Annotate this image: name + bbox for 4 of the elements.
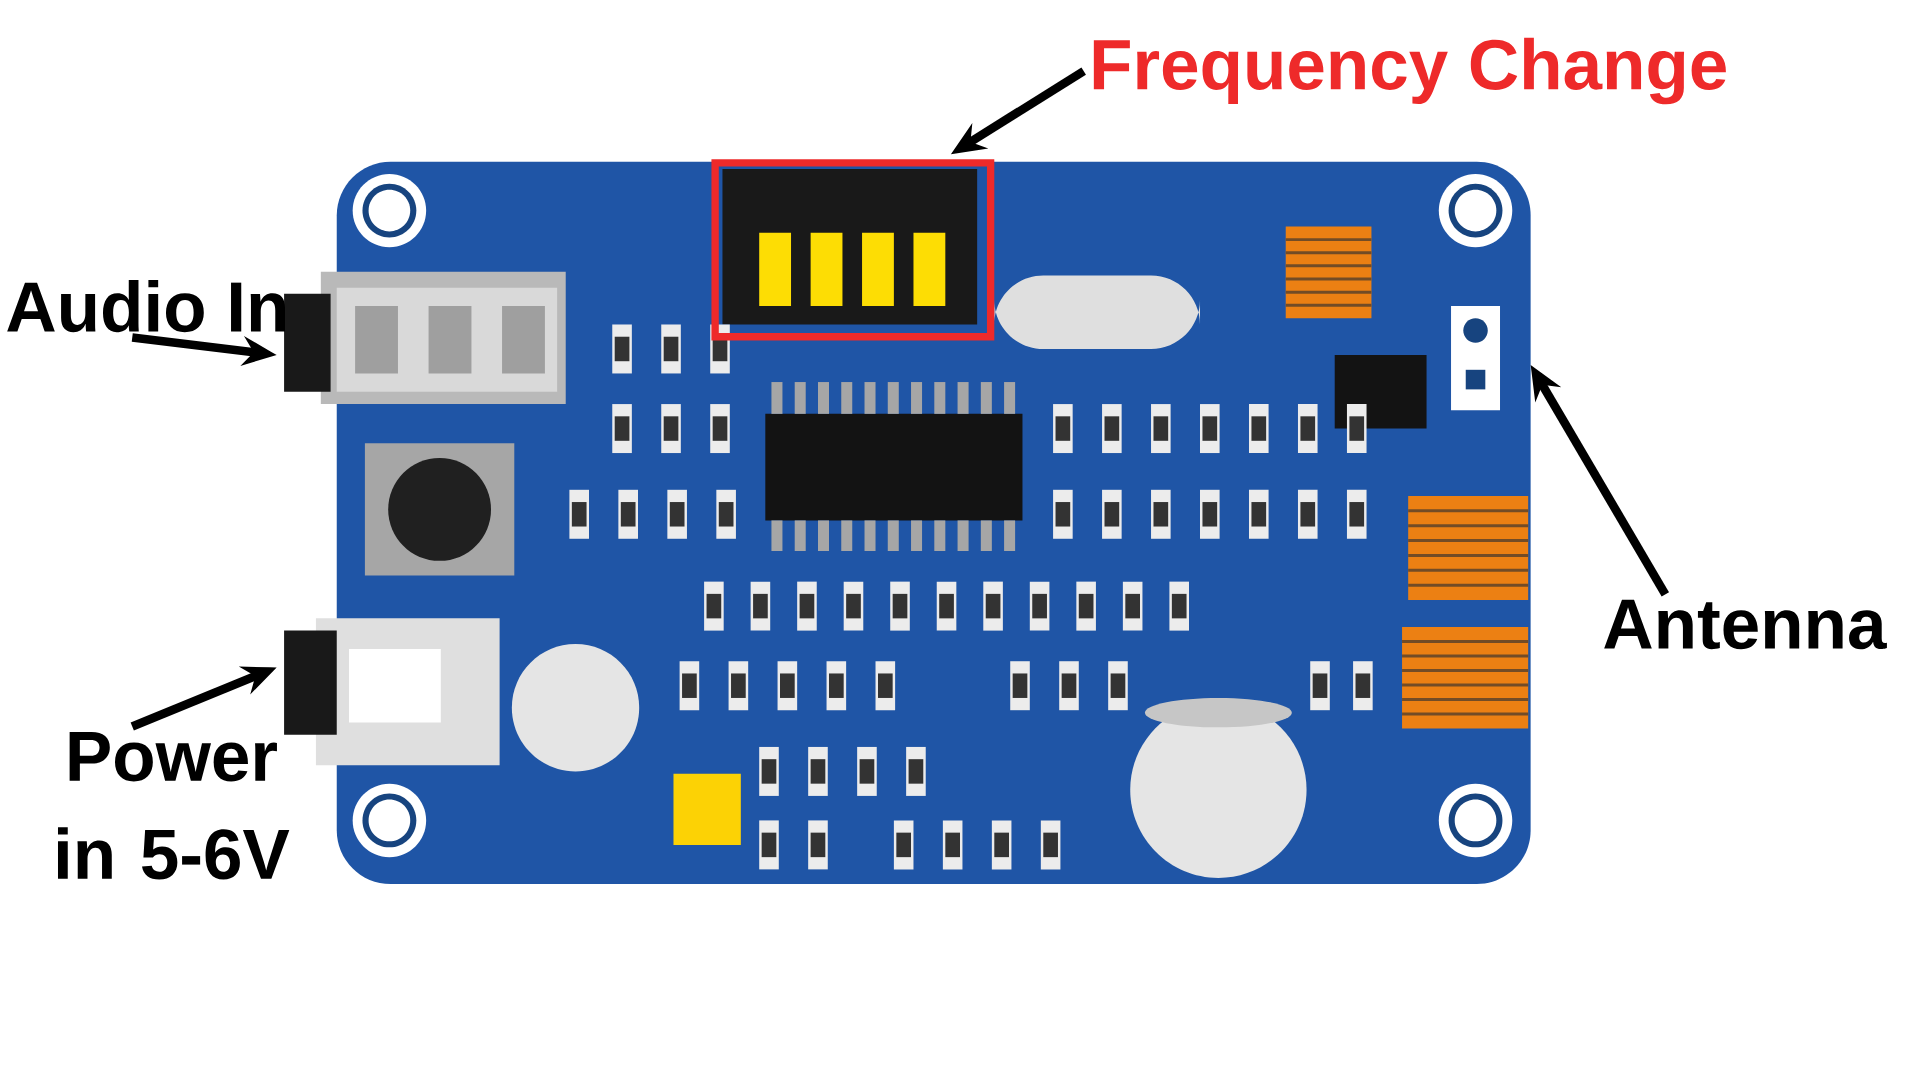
callout-label: Antenna [1604, 599, 1887, 650]
callout-label: Power in 5-6V [58, 731, 290, 880]
callout-label: Frequency Change [1093, 37, 1726, 105]
highlight-box [711, 159, 995, 341]
